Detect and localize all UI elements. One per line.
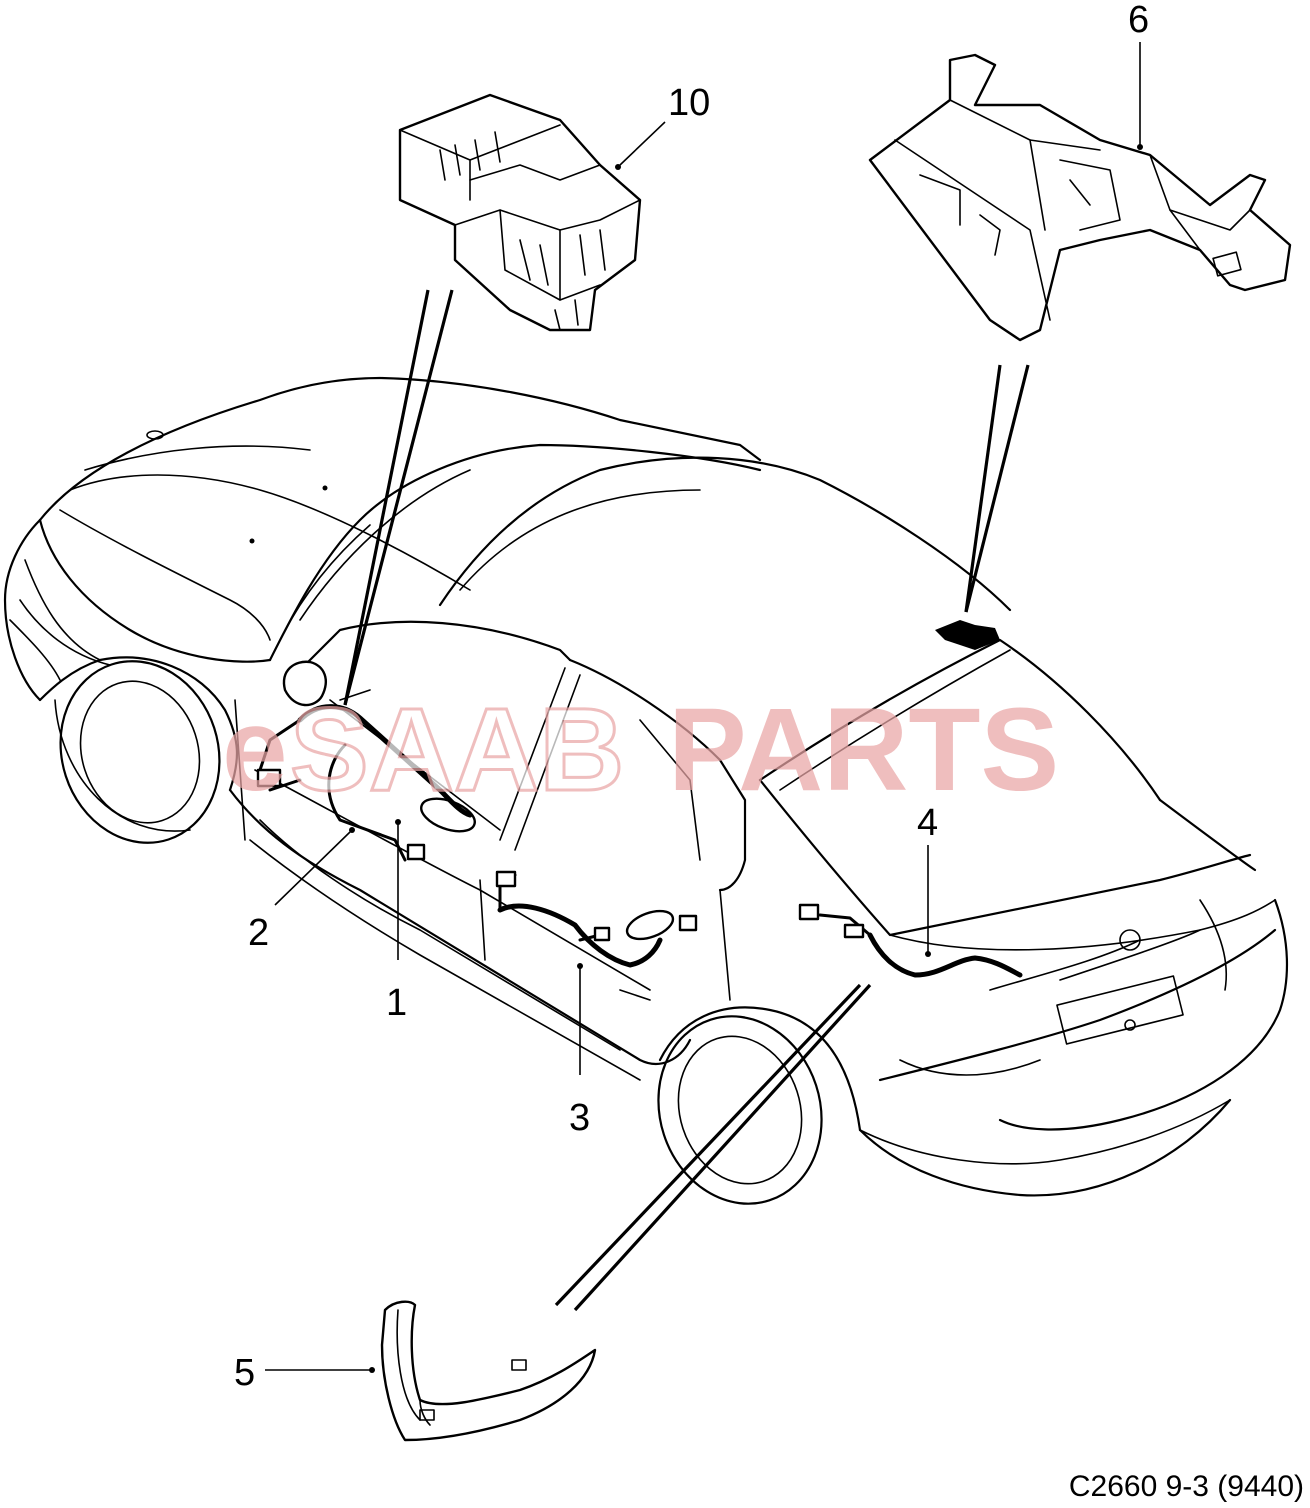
wiring-harness-rear-door (495, 870, 698, 968)
callout-3: 3 (569, 1097, 590, 1139)
callout-1: 1 (386, 982, 407, 1024)
watermark-parts: PARTS (668, 684, 1059, 816)
callout-5: 5 (234, 1352, 255, 1394)
callout-10: 10 (668, 82, 710, 124)
watermark-saab: SAAB (290, 684, 624, 816)
part-6-bracket (868, 53, 1292, 342)
part-10-connector (398, 93, 642, 332)
callout-6: 6 (1128, 0, 1149, 41)
pointer-lines (343, 289, 1030, 1312)
watermark-e: e (222, 684, 288, 816)
callout-leaders (265, 42, 1143, 1373)
callout-2: 2 (248, 912, 269, 954)
wiring-harness-front-door (256, 704, 473, 862)
callout-labels: 1 2 3 4 5 6 10 (234, 0, 1149, 1394)
part-5-trim (380, 1300, 597, 1442)
watermark: e SAAB PARTS (222, 683, 1059, 818)
diagram-code: C2660 9-3 (9440) (1069, 1470, 1304, 1503)
callout-4: 4 (917, 802, 938, 844)
car-body (3, 376, 1289, 1205)
wiring-harness-trunk (798, 620, 1023, 978)
